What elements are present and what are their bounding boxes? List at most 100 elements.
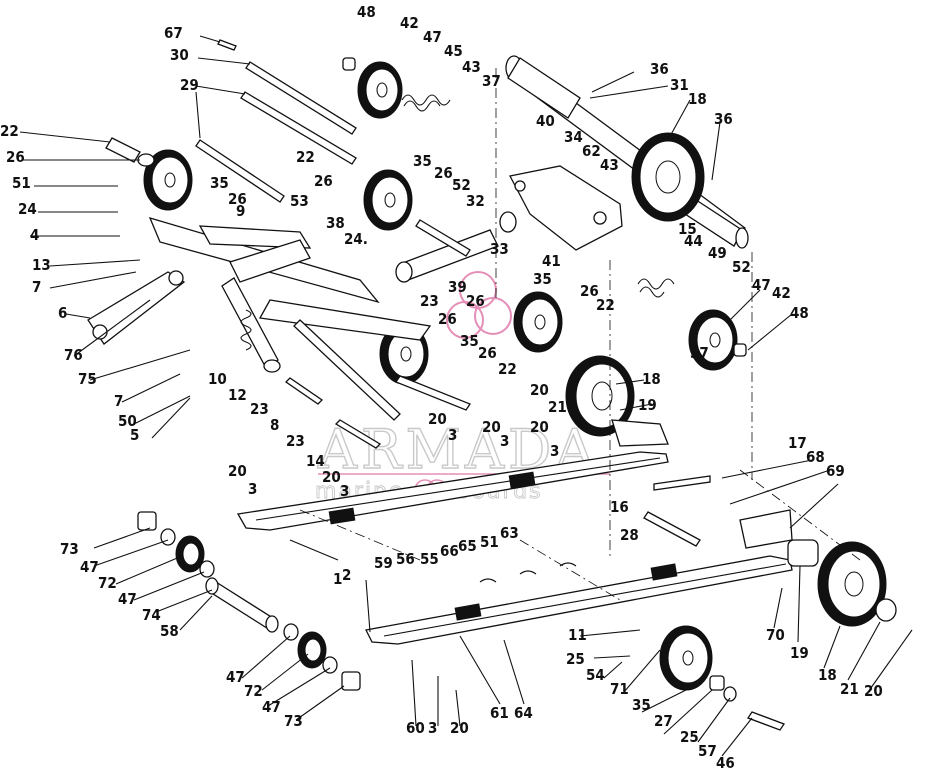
spring-44 xyxy=(637,278,675,298)
callout-57: 26 xyxy=(438,310,457,328)
callout-90: 47 xyxy=(118,590,137,608)
callout-85: 16 xyxy=(610,498,629,516)
callout-5: 43 xyxy=(462,58,481,76)
bolt-16 xyxy=(653,475,711,491)
assembly-lines xyxy=(299,68,861,601)
callout-48: 48 xyxy=(790,304,809,322)
callout-10: 36 xyxy=(714,110,733,128)
callout-18: 13 xyxy=(32,256,51,274)
callout-101: 1 xyxy=(333,570,342,588)
callout-122: 20 xyxy=(450,719,469,737)
callout-79: 3 xyxy=(340,482,349,500)
callout-55: 22 xyxy=(596,296,615,314)
callout-0: 67 xyxy=(164,24,183,42)
callout-118: 47 xyxy=(262,698,281,716)
wheel-42-right xyxy=(688,309,747,371)
callout-123: 61 xyxy=(490,704,509,722)
callout-8: 31 xyxy=(670,76,689,94)
callout-95: 55 xyxy=(420,550,439,568)
callout-71: 3 xyxy=(448,426,457,444)
callout-29: 53 xyxy=(290,192,309,210)
callout-60: 22 xyxy=(498,360,517,378)
axle-58 xyxy=(205,577,279,633)
callout-87: 73 xyxy=(60,540,79,558)
callout-88: 47 xyxy=(80,558,99,576)
wheel-35-left xyxy=(105,137,193,211)
callout-labels: 6748424745433736311836302922265124413767… xyxy=(0,3,883,771)
callout-27: 26 xyxy=(228,190,247,208)
callout-38: 40 xyxy=(536,112,555,130)
callout-13: 22 xyxy=(0,122,19,140)
callout-49: 33 xyxy=(490,240,509,258)
callout-37: 32 xyxy=(466,192,485,210)
callout-42: 15 xyxy=(678,220,697,238)
callout-93: 59 xyxy=(374,554,393,572)
callout-40: 62 xyxy=(582,142,601,160)
callout-3: 47 xyxy=(423,28,442,46)
callout-81: 68 xyxy=(806,448,825,466)
idler-wheel-18-bottom xyxy=(787,539,897,627)
callout-53: 26 xyxy=(466,292,485,310)
idler-wheel-18-middle xyxy=(565,355,669,447)
callout-24: 50 xyxy=(118,412,137,430)
callout-2: 42 xyxy=(400,14,419,32)
callout-58: 35 xyxy=(460,332,479,350)
callout-65: 8 xyxy=(270,416,279,434)
leader-lines xyxy=(19,35,913,757)
callout-116: 47 xyxy=(226,668,245,686)
callout-97: 65 xyxy=(458,537,477,555)
callout-121: 3 xyxy=(428,719,437,737)
callout-117: 72 xyxy=(244,682,263,700)
callout-110: 46 xyxy=(716,754,735,771)
wheel-72-lower xyxy=(283,623,361,691)
callout-72: 20 xyxy=(482,418,501,436)
callout-43: 44 xyxy=(684,232,703,250)
callout-96: 66 xyxy=(440,542,459,560)
callout-112: 19 xyxy=(790,644,809,662)
callout-100: 2 xyxy=(342,566,351,584)
wheel-35-center xyxy=(363,169,413,231)
bracket-34 xyxy=(509,165,623,251)
callout-62: 10 xyxy=(208,370,227,388)
callout-33: 26 xyxy=(314,172,333,190)
callout-108: 25 xyxy=(680,728,699,746)
rod-23 xyxy=(284,375,471,449)
wheel-72-upper xyxy=(137,511,215,578)
callout-9: 18 xyxy=(688,90,707,108)
callout-14: 26 xyxy=(6,148,25,166)
callout-6: 37 xyxy=(482,72,501,90)
callout-75: 3 xyxy=(550,442,559,460)
callout-63: 12 xyxy=(228,386,247,404)
callout-54: 26 xyxy=(580,282,599,300)
callout-36: 52 xyxy=(452,176,471,194)
callout-59: 26 xyxy=(478,344,497,362)
callout-78: 20 xyxy=(322,468,341,486)
shock-32 xyxy=(395,211,517,283)
spring-45 xyxy=(401,94,451,112)
callout-28: 9 xyxy=(236,202,245,220)
callout-115: 20 xyxy=(864,682,883,700)
callout-26: 35 xyxy=(210,174,229,192)
callout-114: 21 xyxy=(840,680,859,698)
callout-69: 19 xyxy=(638,396,657,414)
callout-16: 24 xyxy=(18,200,37,218)
callout-92: 58 xyxy=(160,622,179,640)
callout-82: 69 xyxy=(826,462,845,480)
callout-124: 64 xyxy=(514,704,533,722)
callout-19: 7 xyxy=(32,278,41,296)
callout-111: 70 xyxy=(766,626,785,644)
callout-12: 29 xyxy=(180,76,199,94)
bolt-28 xyxy=(643,511,701,547)
callout-50: 41 xyxy=(542,252,561,270)
shaft-30 xyxy=(245,61,357,135)
callout-45: 52 xyxy=(732,258,751,276)
arm-6 xyxy=(87,270,186,345)
shaft-29 xyxy=(195,91,357,203)
callout-89: 72 xyxy=(98,574,117,592)
callout-84: 3 xyxy=(248,480,257,498)
callout-66: 20 xyxy=(530,381,549,399)
callout-105: 71 xyxy=(610,680,629,698)
callout-20: 6 xyxy=(58,304,67,322)
callout-1: 48 xyxy=(357,3,376,21)
